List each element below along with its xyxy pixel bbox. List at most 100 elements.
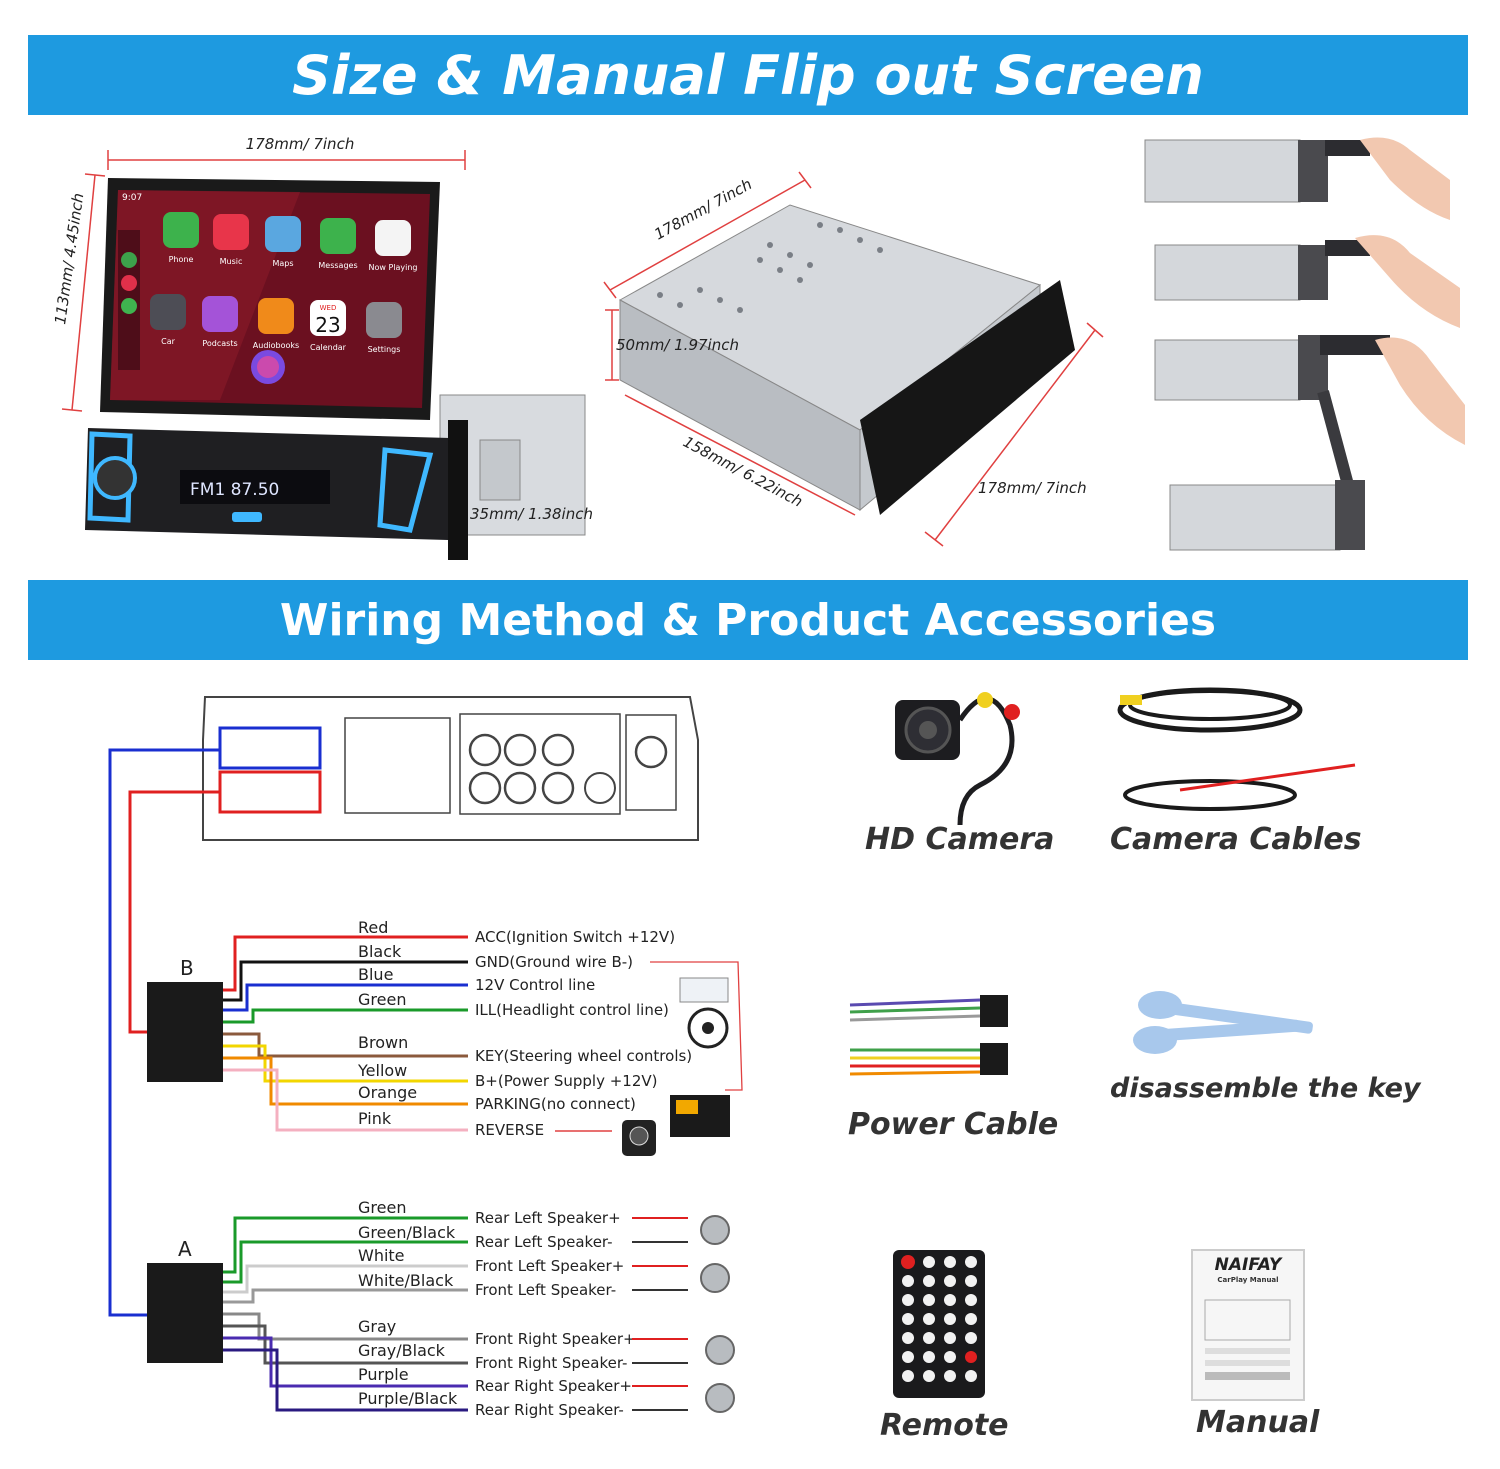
- remote-button: [902, 1332, 914, 1344]
- wire-color-label: Green: [358, 1198, 406, 1217]
- remote-button: [923, 1275, 935, 1287]
- flip-out-sequence: [1144, 137, 1465, 551]
- connector-b: [147, 982, 223, 1082]
- dim-front-depth: 35mm/ 1.38inch: [470, 505, 593, 523]
- remote-button: [965, 1294, 977, 1306]
- app-maps: Maps: [272, 259, 293, 268]
- speaker-icons: [700, 1215, 735, 1413]
- wire-color-label: Pink: [358, 1109, 392, 1128]
- app-settings: Settings: [368, 345, 401, 354]
- dim-front-width: 178mm/ 7inch: [246, 135, 355, 153]
- manual-brand: NAIFAY: [1215, 1255, 1283, 1275]
- remote-button: [965, 1332, 977, 1344]
- hd-camera-image: [895, 692, 1020, 826]
- remote-image: [893, 1250, 985, 1398]
- wire-color-label: Gray/Black: [358, 1341, 446, 1360]
- wire-color-label: Green: [358, 990, 406, 1009]
- camera-cables-label: Camera Cables: [1110, 822, 1362, 857]
- wire-function-label: Rear Right Speaker+: [475, 1377, 632, 1395]
- wire-function-label: 12V Control line: [475, 976, 595, 994]
- manual-subtitle: CarPlay Manual: [1217, 1276, 1278, 1284]
- camera-cables-image: [1117, 687, 1356, 811]
- wire-function-label: ILL(Headlight control line): [475, 1001, 669, 1019]
- wire-color-label: Black: [358, 942, 402, 961]
- remote-button: [944, 1275, 956, 1287]
- remote-button: [965, 1256, 977, 1268]
- wire-function-label: ACC(Ignition Switch +12V): [475, 928, 675, 946]
- manual-image: NAIFAY CarPlay Manual: [1191, 1249, 1305, 1401]
- wire-line: [223, 1008, 468, 1024]
- connector-a-label: A: [178, 1237, 192, 1261]
- wire-line: [223, 1288, 468, 1304]
- app-messages: Messages: [318, 261, 357, 270]
- remote-button: [902, 1294, 914, 1306]
- wire-function-label: Rear Right Speaker-: [475, 1401, 624, 1419]
- remote-button: [965, 1351, 977, 1363]
- remote-button: [944, 1313, 956, 1325]
- wire-line: [223, 960, 468, 1002]
- wire-color-label: Orange: [358, 1083, 417, 1102]
- remote-button: [902, 1313, 914, 1325]
- wire-color-label: Green/Black: [358, 1223, 456, 1242]
- wire-line: [223, 1068, 468, 1132]
- app-now-playing: Now Playing: [368, 263, 417, 272]
- remote-button: [923, 1294, 935, 1306]
- wire-function-label: B+(Power Supply +12V): [475, 1072, 657, 1090]
- wire-function-label: Rear Left Speaker+: [475, 1209, 621, 1227]
- wire-color-label: Brown: [358, 1033, 408, 1052]
- accessories-illustrations: NAIFAY CarPlay Manual: [849, 687, 1356, 1401]
- hd-camera-label: HD Camera: [865, 822, 1055, 857]
- remote-button: [902, 1275, 914, 1287]
- remote-button: [923, 1351, 935, 1363]
- banner-wiring-accessories: Wiring Method & Product Accessories: [28, 580, 1468, 660]
- wire-color-label: White: [358, 1246, 405, 1265]
- wire-line: [223, 1044, 468, 1083]
- wire-function-label: GND(Ground wire B-): [475, 953, 633, 971]
- wire-line: [223, 1240, 468, 1284]
- wire-line: [223, 1056, 468, 1106]
- wire-color-label: Red: [358, 918, 388, 937]
- wire-function-label: PARKING(no connect): [475, 1095, 636, 1113]
- wire-line: [223, 1348, 468, 1412]
- steering-wheel-icon: [687, 1007, 729, 1049]
- power-cable-image: [849, 995, 1008, 1076]
- wire-color-label: Blue: [358, 965, 393, 984]
- app-podcasts: Podcasts: [202, 339, 237, 348]
- remote-button: [944, 1332, 956, 1344]
- app-audiobooks: Audiobooks: [253, 341, 299, 350]
- radio-display: FM1 87.50: [190, 480, 279, 500]
- dimension-illustrations: 178mm/ 7inch 113mm/ 4.45inch 9:07 Phone …: [51, 135, 1465, 560]
- remote-button: [944, 1294, 956, 1306]
- dim-chassis-front: 178mm/ 7inch: [978, 479, 1087, 497]
- dim-chassis-height: 50mm/ 1.97inch: [616, 336, 739, 354]
- wire-color-label: Gray: [358, 1317, 396, 1336]
- screen-time: 9:07: [122, 193, 142, 203]
- remote-button: [965, 1370, 977, 1382]
- app-calendar: Calendar: [310, 343, 347, 352]
- chassis-illustration: 178mm/ 7inch 50mm/ 1.97inch 158mm/ 6.22i…: [603, 171, 1104, 547]
- remote-button: [965, 1275, 977, 1287]
- wire-color-label: Yellow: [357, 1061, 407, 1080]
- remote-button: [944, 1256, 956, 1268]
- remote-button: [944, 1351, 956, 1363]
- wire-function-label: REVERSE: [475, 1121, 544, 1139]
- wire-color-label: Purple: [358, 1365, 409, 1384]
- wire-function-label: Front Right Speaker+: [475, 1330, 636, 1348]
- wire-function-label: KEY(Steering wheel controls): [475, 1047, 692, 1065]
- wire-function-label: Front Left Speaker-: [475, 1281, 616, 1299]
- app-phone: Phone: [169, 255, 194, 264]
- head-unit-illustration: 178mm/ 7inch 113mm/ 4.45inch 9:07 Phone …: [51, 135, 593, 560]
- wire-function-label: Rear Left Speaker-: [475, 1233, 613, 1251]
- wire-line: [223, 1324, 468, 1365]
- power-cable-label: Power Cable: [848, 1107, 1059, 1142]
- remote-button: [965, 1313, 977, 1325]
- back-panel: [202, 696, 699, 841]
- wire-line: [223, 1336, 468, 1388]
- wire-color-label: White/Black: [358, 1271, 454, 1290]
- banner-title: Size & Manual Flip out Screen: [292, 43, 1204, 107]
- remote-button: [923, 1332, 935, 1344]
- calendar-day: WED: [320, 304, 337, 312]
- remote-button: [902, 1351, 914, 1363]
